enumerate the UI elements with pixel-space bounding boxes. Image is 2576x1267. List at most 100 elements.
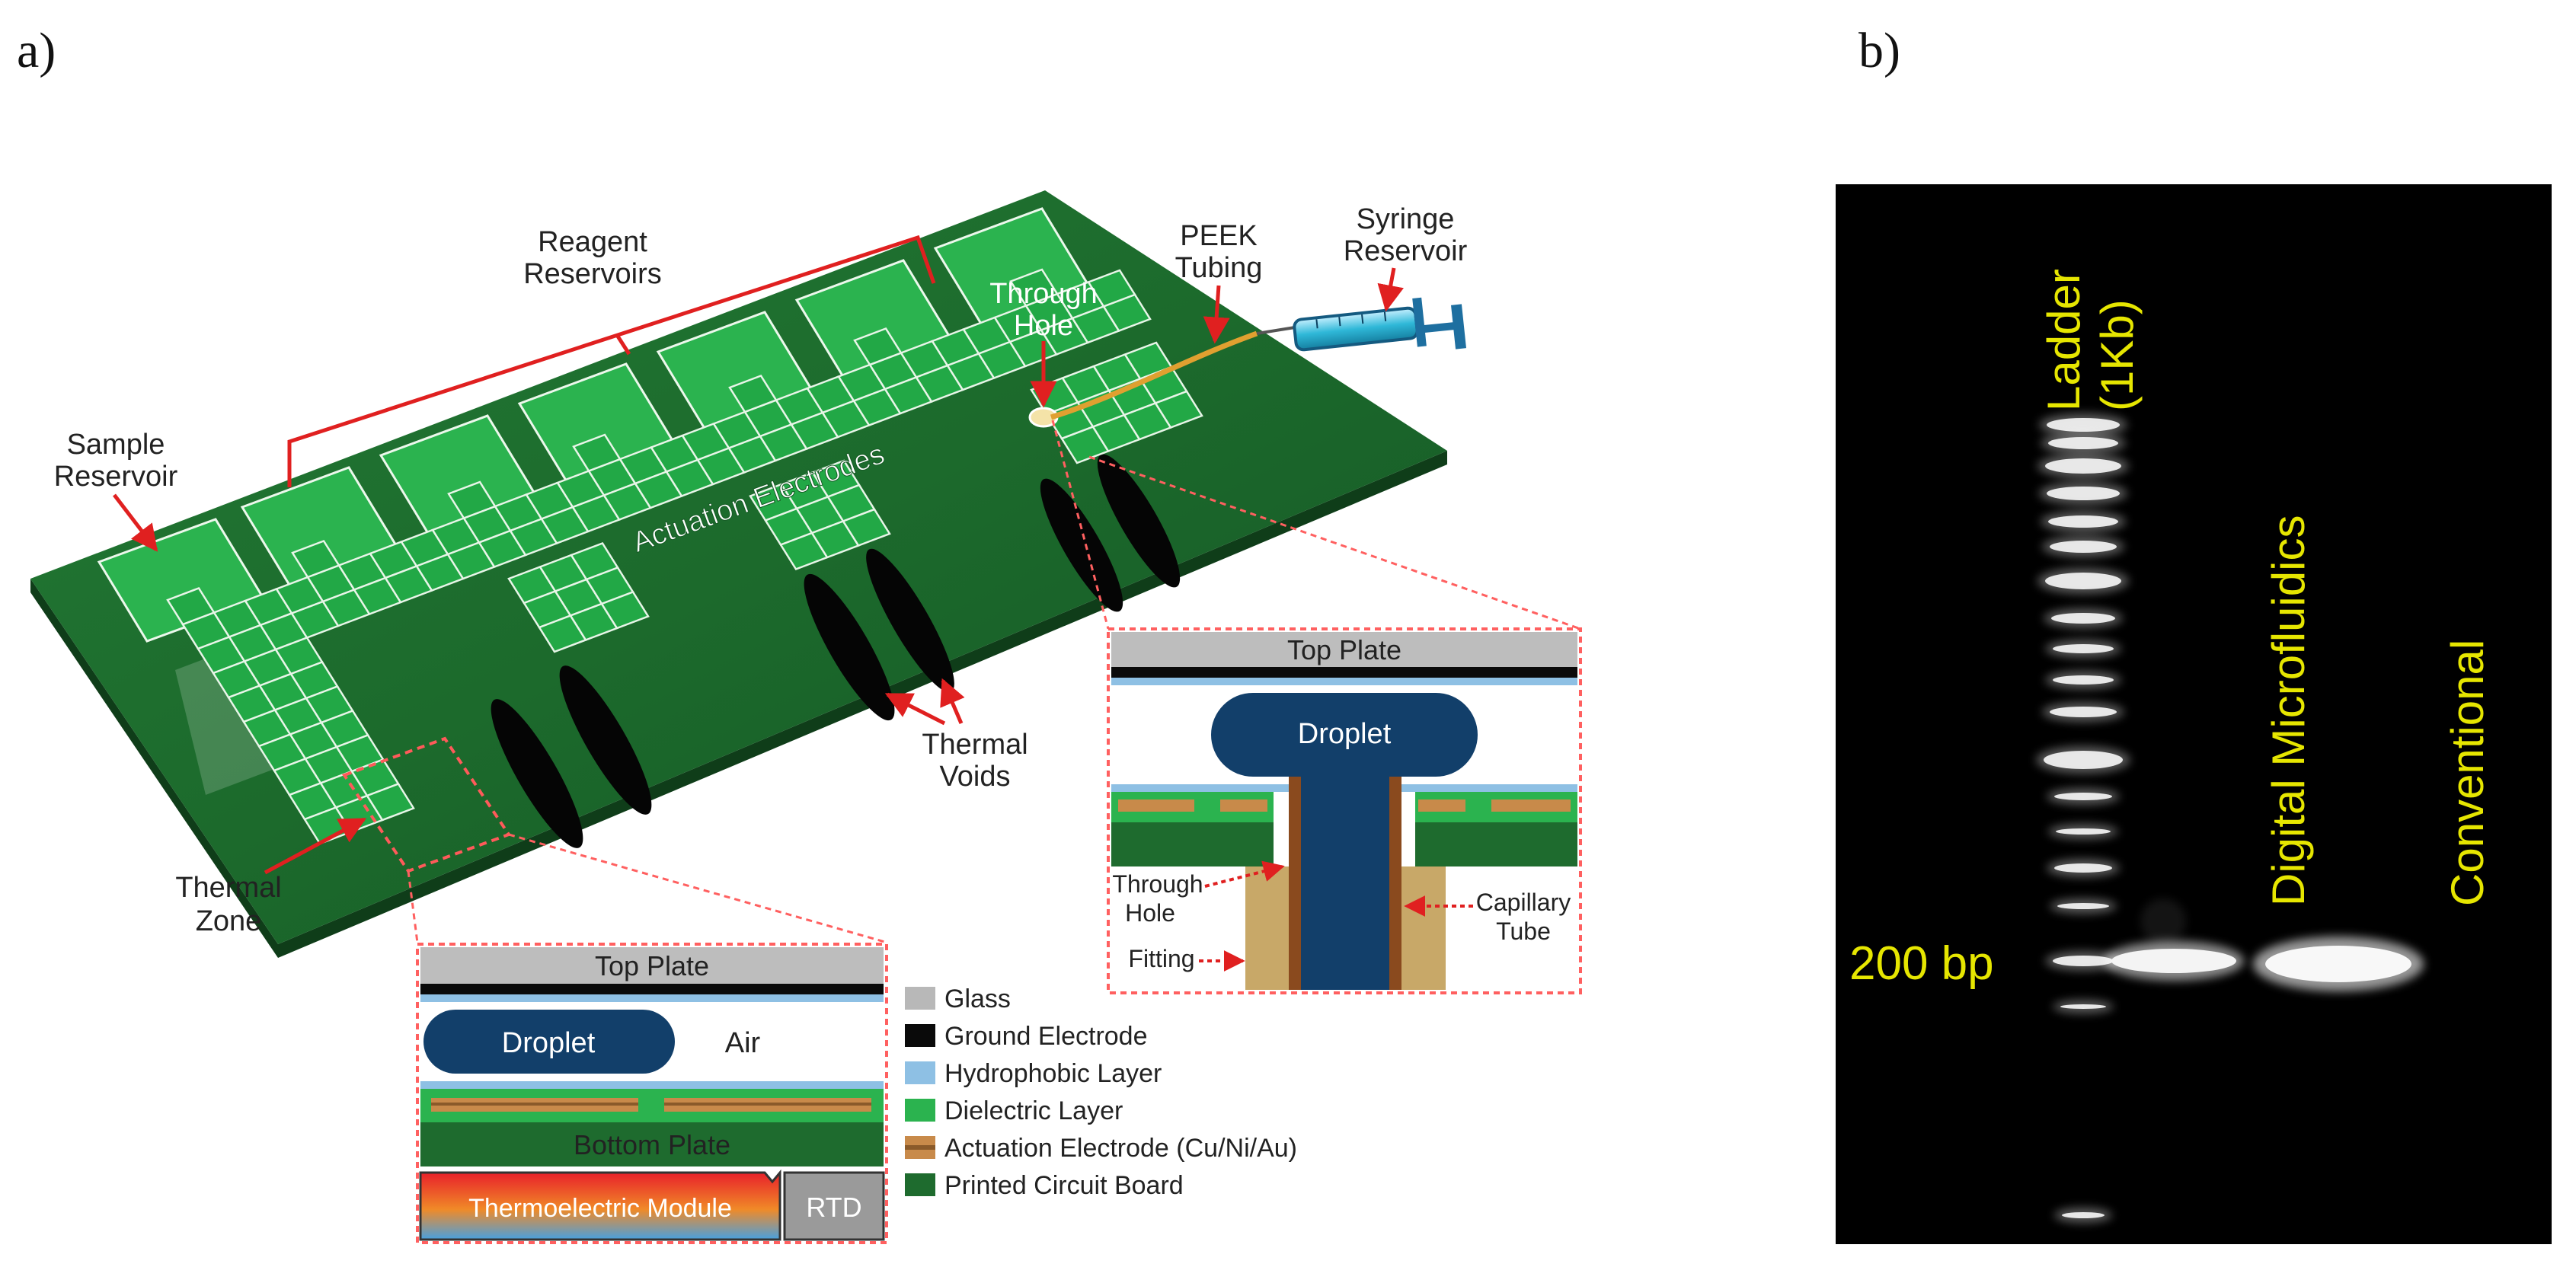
peek-label-line1: PEEK xyxy=(1180,220,1257,252)
hydrophobic-layer-top xyxy=(420,994,884,1002)
electrode-pad xyxy=(842,508,891,547)
conventional-band xyxy=(2265,946,2411,982)
syringe-flange xyxy=(1412,297,1427,347)
actuation-electrodes-cross-2 xyxy=(1118,799,1571,812)
ladder-band xyxy=(2048,437,2118,449)
top-plate-glass-2 xyxy=(1111,632,1577,667)
marker-200bp-label: 200 bp xyxy=(1849,937,1994,990)
top-plate-glass xyxy=(420,947,884,984)
thermal-voids-label-line1: Thermal xyxy=(922,729,1028,761)
zoom-leaders xyxy=(407,420,1581,944)
through-hole-label-2-line1: Through xyxy=(1112,870,1203,898)
ladder-band xyxy=(2050,541,2117,553)
sample-arrow xyxy=(113,493,158,552)
ground-electrode-layer xyxy=(420,984,884,994)
ladder-band xyxy=(2051,613,2115,624)
syringe-assembly xyxy=(1050,297,1466,420)
sample-label-line2: Reservoir xyxy=(54,461,178,493)
pcb-board-edge xyxy=(30,579,278,958)
actuation-electrode-grid xyxy=(166,268,1203,845)
cross-section-through-hole: Top Plate Droplet Through Hole Fitting C… xyxy=(1107,627,1582,994)
top-plate-label-2: Top Plate xyxy=(1287,634,1401,665)
sample-bands xyxy=(2104,898,2424,991)
thermoelectric-label: Thermoelectric Module xyxy=(468,1194,732,1223)
legend-label: Hydrophobic Layer xyxy=(944,1059,1162,1088)
ladder-band xyxy=(2053,956,2114,966)
ladder-band xyxy=(2045,573,2121,589)
ladder-band xyxy=(2047,418,2120,432)
electrode-pad xyxy=(600,590,650,630)
electrode-pad xyxy=(728,374,778,413)
ladder-band xyxy=(2047,487,2120,500)
digital-band xyxy=(2111,949,2236,973)
legend-swatch xyxy=(905,1061,935,1084)
fitting-label: Fitting xyxy=(1128,945,1194,972)
air-label: Air xyxy=(725,1027,761,1059)
ladder-band xyxy=(2048,515,2118,528)
thermal-voids-label-line2: Voids xyxy=(940,761,1011,793)
cross-section-thermal-zone: Top Plate Droplet Air Bottom Plate Therm… xyxy=(416,943,888,1244)
reagent-bracket-tick xyxy=(615,334,631,356)
hydrophobic-layer-top-2 xyxy=(1111,678,1577,685)
legend-label: Actuation Electrode (Cu/Ni/Au) xyxy=(944,1134,1297,1163)
ground-electrode-layer-2 xyxy=(1111,667,1577,678)
syringe-plunger-head xyxy=(1451,304,1466,349)
electrode-pad xyxy=(166,586,216,626)
gel-background xyxy=(1836,184,2552,1244)
peek-label-line2: Tubing xyxy=(1175,252,1263,284)
through-hole-label-2-line2: Hole xyxy=(1125,899,1175,927)
syringe-arrow xyxy=(1377,267,1404,312)
thermal-zone-label-line2: Zone xyxy=(196,905,262,937)
reagent-label-line1: Reagent xyxy=(538,226,647,258)
bottom-plate-pcb xyxy=(420,1122,884,1166)
ladder-label-line2: (1Kb) xyxy=(2092,299,2143,411)
ladder-label-line1: Ladder xyxy=(2038,269,2089,411)
sample-label-line1: Sample xyxy=(67,429,165,461)
droplet-2 xyxy=(1211,693,1478,777)
legend-label: Printed Circuit Board xyxy=(944,1171,1184,1200)
electrode-pad xyxy=(366,782,415,822)
capillary-label-line1: Capillary xyxy=(1476,889,1571,916)
syringe-barrel xyxy=(1293,306,1419,352)
ladder-band xyxy=(2045,458,2121,474)
hydrophobic-layer-bottom xyxy=(420,1081,884,1089)
electrode-pad xyxy=(1009,268,1059,308)
actuation-electrodes-cross xyxy=(431,1098,871,1112)
legend-swatch xyxy=(905,987,935,1010)
peek-tubing xyxy=(1050,330,1258,420)
syringe-label-line1: Syringe xyxy=(1357,203,1455,235)
ladder-band xyxy=(2054,863,2112,873)
digital-microfluidics-label: Digital Microfluidics xyxy=(2263,515,2314,906)
faint-smear xyxy=(2140,898,2186,944)
ladder-band xyxy=(2062,1212,2105,1218)
thermoelectric-module xyxy=(419,1169,781,1241)
ladder-band xyxy=(2057,903,2109,909)
legend-label: Dielectric Layer xyxy=(944,1096,1123,1125)
rtd-label: RTD xyxy=(806,1192,861,1223)
legend-swatch-stripe xyxy=(905,1145,935,1150)
ladder-band xyxy=(2056,828,2111,835)
reagent-bracket xyxy=(287,235,936,487)
panel-label-a: a) xyxy=(17,23,56,78)
electrode-pad xyxy=(291,539,340,579)
ladder-lane xyxy=(2036,413,2130,1223)
electrode-pad xyxy=(1102,293,1152,333)
droplet-label: Droplet xyxy=(502,1027,596,1059)
capillary-tube-right xyxy=(1389,769,1401,990)
fitting-right xyxy=(1401,866,1446,990)
top-plate-label: Top Plate xyxy=(595,950,709,981)
electrode-pad xyxy=(1154,390,1203,429)
ladder-band xyxy=(2053,644,2114,653)
legend-swatch xyxy=(905,1173,935,1196)
ladder-band xyxy=(2050,707,2117,717)
capillary-label-line2: Tube xyxy=(1496,918,1551,945)
rtd-sensor xyxy=(783,1171,885,1241)
ladder-band xyxy=(2054,793,2112,800)
legend-swatch xyxy=(905,1024,935,1047)
gel-electrophoresis-panel: Ladder (1Kb) Digital Microfluidics Conve… xyxy=(1836,184,2552,1244)
thermal-voids-arrow-2 xyxy=(940,678,965,724)
conventional-label: Conventional xyxy=(2442,640,2493,906)
fitting-left xyxy=(1245,866,1290,990)
